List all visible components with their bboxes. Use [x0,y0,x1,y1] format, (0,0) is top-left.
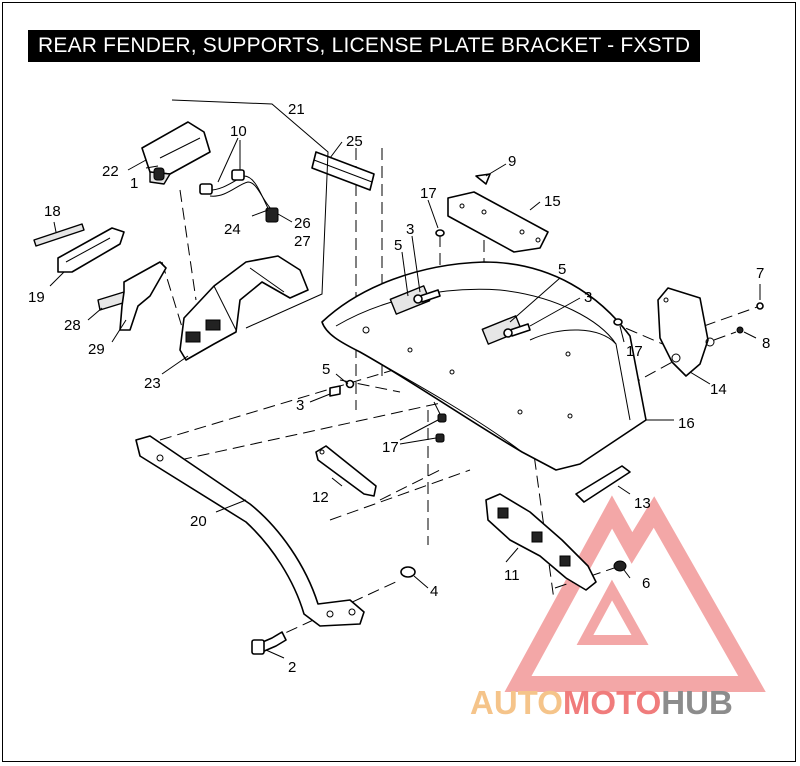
callout-21: 21 [288,101,305,118]
fender-plate [447,173,549,253]
callout-5c: 5 [322,361,330,378]
callout-20: 20 [190,513,207,530]
license-bracket-small [97,261,167,331]
callout-25-26: 26 [294,215,311,232]
reflector [57,227,125,273]
callout-18: 18 [44,203,61,220]
callout-25: 25 [346,133,363,150]
reflector-strip [33,223,85,247]
callout-19: 19 [28,289,45,306]
callout-13: 13 [634,495,651,512]
rear-fender [321,261,647,471]
callout-29: 29 [88,341,105,358]
callout-10: 10 [230,123,247,140]
callout-22: 22 [102,163,119,180]
callout-24: 24 [224,221,241,238]
callout-15: 15 [544,193,561,210]
fender-support-left [135,435,365,627]
diagram-title: REAR FENDER, SUPPORTS, LICENSE PLATE BRA… [28,30,701,62]
callout-4: 4 [430,583,438,600]
callout-11: 11 [504,567,520,584]
callout-2: 2 [288,659,296,676]
callout-12: 12 [312,489,329,506]
fender-trim-bar [311,151,375,191]
callout-7: 7 [756,265,764,282]
svg-text:AUTOMOTOHUB: AUTOMOTOHUB [470,684,733,721]
fender-strut [315,445,377,497]
callout-3a: 3 [406,221,414,238]
fender-support-right [485,493,597,591]
callout-17b: 17 [626,343,643,360]
bolt-washer-nut [251,560,627,655]
watermark-logo [504,495,766,692]
watermark-moto: MOTO [563,684,661,721]
callout-23: 23 [144,375,161,392]
callout-3c: 3 [296,397,304,414]
side-bracket [657,287,764,377]
watermark-hub: HUB [661,684,733,721]
wiring-harness [199,169,279,223]
callout-28: 28 [64,317,81,334]
watermark-auto: AUTO [470,684,563,721]
callout-27: 27 [294,233,311,250]
callout-numbers: 1 2 3 3 3 4 5 5 5 6 7 8 9 10 11 12 13 14… [28,101,770,676]
callout-6: 6 [642,575,650,592]
callout-1: 1 [130,175,138,192]
callout-16: 16 [678,415,695,432]
leader-lines [49,99,761,659]
callout-3b: 3 [584,289,592,306]
tail-lamp [141,121,211,185]
link-bar [575,465,631,503]
callout-8: 8 [762,335,770,352]
license-plate-bracket [179,255,309,361]
callout-17c: 17 [382,439,399,456]
callout-14: 14 [710,381,727,398]
watermark-text: AUTOMOTOHUB [470,684,733,721]
callout-5b: 5 [558,261,566,278]
fasteners [329,229,623,443]
callout-5a: 5 [394,237,402,254]
callout-17a: 17 [420,185,437,202]
callout-9: 9 [508,153,516,170]
